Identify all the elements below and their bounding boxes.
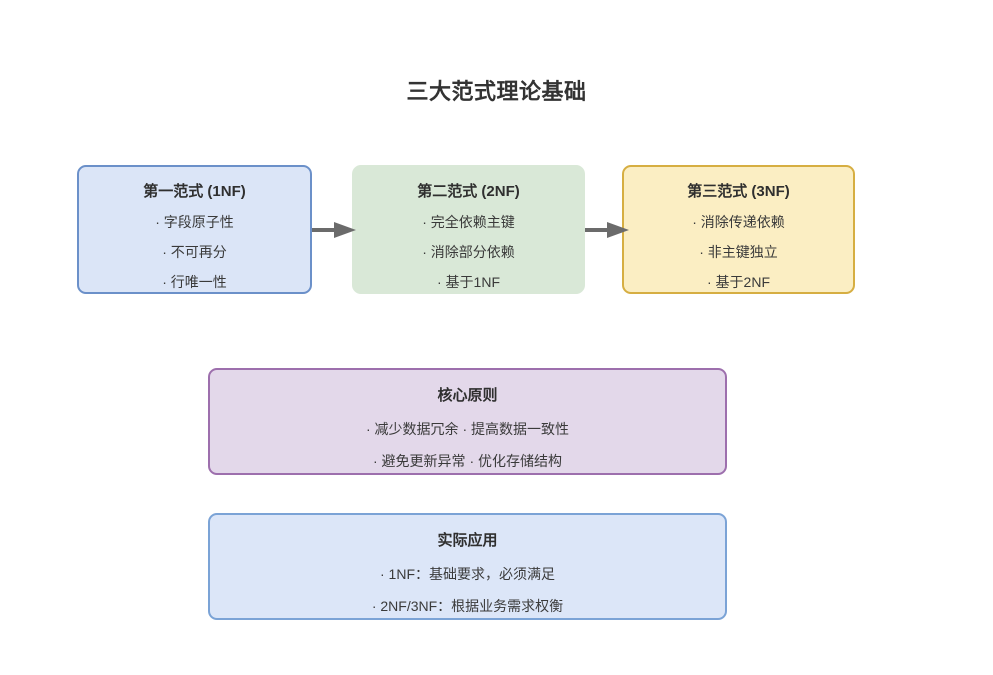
panel-practical-application-lines: · 1NF：基础要求，必须满足 · 2NF/3NF：根据业务需求权衡	[210, 567, 725, 613]
flow-node-1nf-lines: · 字段原子性 · 不可再分 · 行唯一性	[79, 215, 310, 289]
flow-node-1nf-title: 第一范式 (1NF)	[143, 183, 246, 200]
flow-node-2nf-line-1: · 完全依赖主键	[422, 214, 515, 230]
arrow-right-icon-2nf-to-3nf	[585, 222, 629, 238]
flow-node-1nf-line-1: · 字段原子性	[155, 214, 234, 230]
panel-practical-application-line-1: · 1NF：基础要求，必须满足	[380, 566, 555, 582]
panel-practical-application-line-2: · 2NF/3NF：根据业务需求权衡	[371, 598, 564, 614]
flow-node-3nf-line-3: · 基于2NF	[707, 274, 770, 290]
flow-node-2nf[interactable]: 第二范式 (2NF) · 完全依赖主键 · 消除部分依赖 · 基于1NF	[352, 165, 585, 294]
flow-node-3nf-title: 第三范式 (3NF)	[687, 183, 790, 200]
flow-node-1nf[interactable]: 第一范式 (1NF) · 字段原子性 · 不可再分 · 行唯一性	[77, 165, 312, 294]
flow-node-1nf-line-3: · 行唯一性	[162, 274, 227, 290]
panel-core-principles-title: 核心原则	[437, 387, 498, 404]
flow-node-2nf-line-3: · 基于1NF	[437, 274, 500, 290]
panel-core-principles-line-1: · 减少数据冗余 · 提高数据一致性	[366, 421, 569, 437]
panel-practical-application-title: 实际应用	[437, 532, 498, 549]
panel-core-principles[interactable]: 核心原则 · 减少数据冗余 · 提高数据一致性 · 避免更新异常 · 优化存储结…	[208, 368, 727, 475]
panel-core-principles-line-2: · 避免更新异常 · 优化存储结构	[373, 453, 562, 469]
panel-core-principles-lines: · 减少数据冗余 · 提高数据一致性 · 避免更新异常 · 优化存储结构	[210, 422, 725, 468]
flow-node-2nf-title: 第二范式 (2NF)	[417, 183, 520, 200]
flow-node-3nf[interactable]: 第三范式 (3NF) · 消除传递依赖 · 非主键独立 · 基于2NF	[622, 165, 855, 294]
flow-node-3nf-lines: · 消除传递依赖 · 非主键独立 · 基于2NF	[624, 215, 853, 289]
flow-node-3nf-line-2: · 非主键独立	[699, 244, 778, 260]
flow-node-2nf-lines: · 完全依赖主键 · 消除部分依赖 · 基于1NF	[354, 215, 583, 289]
page-title: 三大范式理论基础	[406, 79, 587, 104]
arrow-right-icon-1nf-to-2nf	[312, 222, 356, 238]
flow-node-3nf-line-1: · 消除传递依赖	[692, 214, 785, 230]
panel-practical-application[interactable]: 实际应用 · 1NF：基础要求，必须满足 · 2NF/3NF：根据业务需求权衡	[208, 513, 727, 620]
flow-node-1nf-line-2: · 不可再分	[162, 244, 227, 260]
flow-node-2nf-line-2: · 消除部分依赖	[422, 244, 515, 260]
